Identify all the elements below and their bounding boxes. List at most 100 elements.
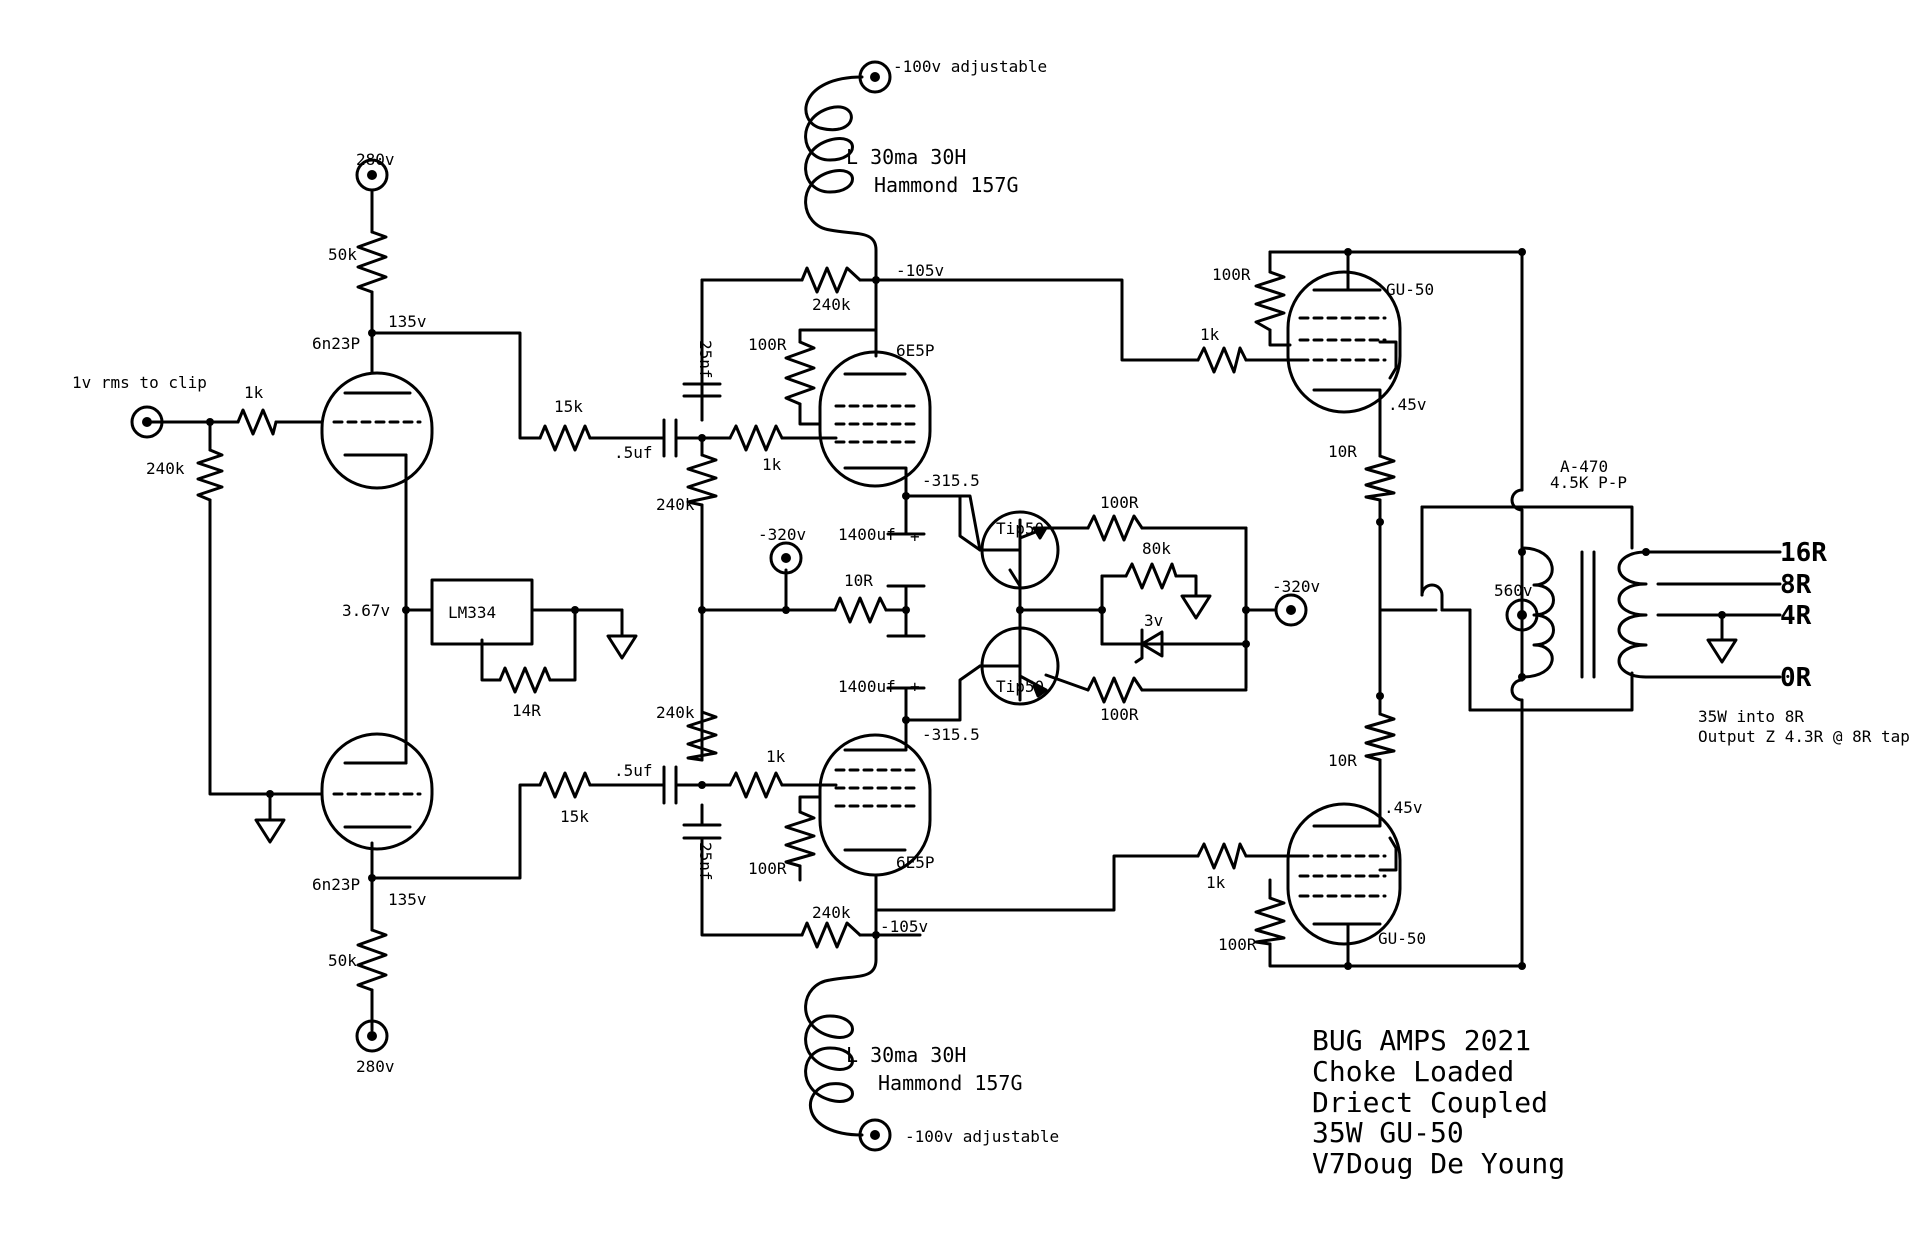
transistor-tip50-bottom (978, 608, 1060, 706)
terminal-280v-top (355, 158, 389, 192)
choke-bottom (804, 933, 878, 1137)
tubes (320, 270, 1402, 946)
label-15k-bottom: 15k (560, 807, 589, 826)
label-neg320-left: -320v (758, 525, 806, 544)
cap-1400uf-bottom (886, 634, 926, 690)
title-line2: Choke Loaded (1312, 1055, 1514, 1088)
label-neg105-top: -105v (896, 261, 944, 280)
label-output-z-note: Output Z 4.3R @ 8R tap (1698, 727, 1910, 746)
choke-top (804, 75, 878, 282)
label-a470: A-470 (1560, 457, 1608, 476)
resistor-1k-output-top (1196, 346, 1248, 374)
chokes (804, 75, 878, 1137)
tube-6n23p-top (320, 371, 434, 490)
terminal-neg100-bottom (858, 1118, 892, 1152)
label-45k-pp: 4.5K P-P (1550, 473, 1627, 492)
transistors (958, 494, 1164, 706)
label-neg3155-top: -315.5 (922, 471, 980, 490)
resistor-10r-bias (833, 596, 888, 624)
label-plate-top-v: 135v (388, 312, 427, 331)
label-240k-leak-bottom: 240k (656, 703, 695, 722)
label-gu50-bottom: GU-50 (1378, 929, 1426, 948)
label-1400uf-bottom: 1400uf (838, 677, 896, 696)
title-line1: BUG AMPS 2021 (1312, 1024, 1531, 1057)
resistor-240k-fb-top (800, 266, 862, 294)
title-line4: 35W GU-50 (1312, 1116, 1464, 1149)
label-05uf-bottom: .5uf (614, 761, 653, 780)
label-280v-bottom: 280v (356, 1057, 395, 1076)
transistor-tip50-top (958, 494, 1060, 590)
label-240k-leak-top: 240k (656, 495, 695, 514)
resistor-10r-cathode-top (1364, 454, 1396, 502)
resistor-1k-output-bottom (1196, 842, 1248, 870)
resistor-10r-cathode-bottom (1364, 712, 1396, 762)
label-35w-note: 35W into 8R (1698, 707, 1804, 726)
label-560v: 560v (1494, 581, 1533, 600)
label-lm334: LM334 (448, 603, 496, 622)
resistor-1k-driver-bottom (728, 771, 784, 799)
ground-stage1 (254, 818, 286, 844)
label-100r-driver-bottom: 100R (748, 859, 787, 878)
label-tube-6n23p-bottom: 6n23P (312, 875, 360, 894)
tube-6e5p-bottom (818, 716, 932, 877)
ic-lm334 (430, 578, 534, 646)
title-line3: Driect Coupled (1312, 1086, 1548, 1119)
label-80k: 80k (1142, 539, 1171, 558)
label-tap-16r: 16R (1780, 538, 1827, 568)
label-280v-top: 280v (356, 150, 395, 169)
label-240k-fb-bottom: 240k (812, 903, 851, 922)
resistor-14r (498, 666, 552, 694)
label-cathode-v: 3.67v (342, 601, 390, 620)
title-line5-version: V7 (1312, 1147, 1346, 1180)
label-input: 1v rms to clip (72, 373, 207, 392)
resistor-100r-screen-driver-top (784, 340, 816, 406)
resistor-240k-fb-bottom (800, 921, 862, 949)
output-transformer (1520, 546, 1648, 679)
label-neg100-top: -100v adjustable (893, 57, 1047, 76)
label-14r: 14R (512, 701, 541, 720)
resistor-50k-top (356, 230, 388, 294)
label-100r-output-bottom: 100R (1218, 935, 1257, 954)
resistor-80k (1124, 562, 1178, 590)
resistor-100r-screen-output-bottom (1254, 896, 1286, 946)
label-neg100-bottom: -100v adjustable (905, 1127, 1059, 1146)
grounds (254, 594, 1738, 844)
label-25nf-top: 25nf (696, 340, 715, 379)
resistor-15k-top (538, 424, 592, 452)
resistor-1k-input (236, 408, 278, 436)
terminals (130, 60, 1539, 1152)
junctions (206, 248, 1726, 970)
resistor-100r-screen-output-top (1254, 270, 1286, 332)
resistor-100r-tip-top (1086, 514, 1144, 542)
label-plus-bottom: + (910, 677, 920, 696)
label-10r-cath-top: 10R (1328, 442, 1357, 461)
label-045v-bottom: .45v (1384, 798, 1423, 817)
label-1k-driver-bottom: 1k (766, 747, 786, 766)
label-tap-8r: 8R (1780, 570, 1812, 600)
label-50k-top: 50k (328, 245, 357, 264)
label-15k-top: 15k (554, 397, 583, 416)
capacitors (662, 278, 926, 840)
label-tip50-top: Tip50 (996, 519, 1044, 538)
terminal-neg320-left (769, 541, 803, 575)
labels: 280v 280v -100v adjustable -100v adjusta… (72, 57, 1910, 1180)
label-10r-cath-bottom: 10R (1328, 751, 1357, 770)
label-plate-bottom-v: 135v (388, 890, 427, 909)
label-240k-input: 240k (146, 459, 185, 478)
label-1k-output-bottom: 1k (1206, 873, 1226, 892)
label-045v-top: .45v (1388, 395, 1427, 414)
label-neg320-right: -320v (1272, 577, 1320, 596)
label-50k-bottom: 50k (328, 951, 357, 970)
label-tube-6e5p-bottom: 6E5P (896, 853, 935, 872)
label-choke-bottom-model: Hammond 157G (878, 1071, 1023, 1095)
label-tube-6e5p-top: 6E5P (896, 341, 935, 360)
resistor-100r-screen-driver-bottom (784, 810, 816, 868)
label-choke-top: L 30ma 30H (846, 145, 966, 169)
label-1k-output-top: 1k (1200, 325, 1220, 344)
cap-25nf-bottom (682, 823, 722, 840)
label-neg105-bottom: -105v (880, 917, 928, 936)
zener-3v (1134, 628, 1164, 664)
label-tap-0r: 0R (1780, 663, 1812, 693)
terminal-neg100-top (858, 60, 892, 94)
resistor-1k-driver-top (728, 424, 784, 452)
